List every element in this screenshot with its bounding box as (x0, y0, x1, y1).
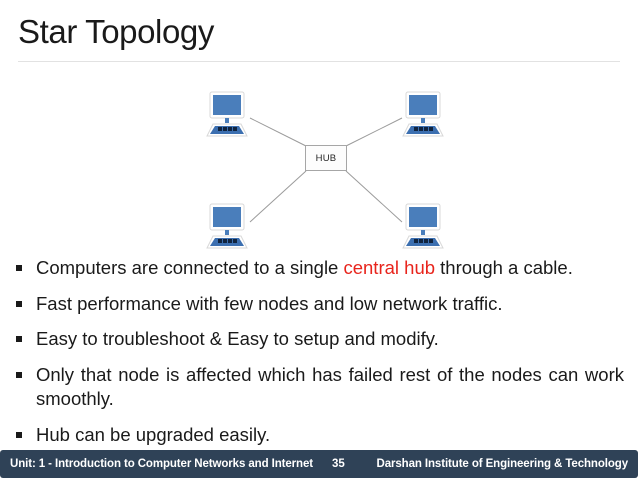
link-line-bottom-right (345, 170, 403, 223)
list-item-text-pre: Computers are connected to a single (36, 257, 344, 278)
list-item: Easy to troubleshoot & Easy to setup and… (16, 327, 624, 352)
footer-page-number: 35 (332, 458, 345, 470)
link-line-top-right (345, 117, 403, 147)
list-item-text: Easy to troubleshoot & Easy to setup and… (36, 328, 439, 350)
footer-organization-label: Darshan Institute of Engineering & Techn… (376, 458, 629, 470)
hub-node: HUB (305, 145, 347, 171)
computer-icon-bottom-left (202, 202, 252, 252)
square-bullet-icon (16, 256, 36, 271)
list-item: Computers are connected to a single cent… (16, 256, 624, 281)
computer-icon-top-left (202, 90, 252, 140)
list-item-text: Fast performance with few nodes and low … (36, 292, 503, 314)
link-line-top-left (249, 117, 307, 147)
computer-icon-top-right (398, 90, 448, 140)
computer-icon-bottom-right (398, 202, 448, 252)
list-item-text: Computers are connected to a single cent… (36, 256, 624, 281)
list-item-text: Only that node is affected which has fai… (36, 363, 624, 410)
square-bullet-icon (16, 363, 36, 378)
list-item-highlight: central hub (343, 257, 436, 278)
slide-footer: Unit: 1 - Introduction to Computer Netwo… (0, 450, 638, 478)
list-item-text-post: through a cable. (435, 257, 573, 278)
square-bullet-icon (16, 327, 36, 343)
list-item: Fast performance with few nodes and low … (16, 292, 624, 317)
bullet-list: Computers are connected to a single cent… (16, 256, 624, 459)
list-item-text: Hub can be upgraded easily. (36, 423, 271, 445)
square-bullet-icon (16, 423, 36, 438)
square-bullet-icon (16, 292, 36, 307)
title-divider (18, 61, 620, 62)
hub-label: HUB (315, 152, 337, 164)
list-item: Only that node is affected which has fai… (16, 363, 624, 412)
footer-unit-label: Unit: 1 - Introduction to Computer Netwo… (10, 458, 313, 470)
connection-lines-group (249, 117, 403, 223)
page-title: Star Topology (18, 13, 214, 50)
star-topology-diagram: HUB (180, 82, 470, 260)
list-item: Hub can be upgraded easily. (16, 423, 624, 448)
link-line-bottom-left (249, 170, 307, 223)
